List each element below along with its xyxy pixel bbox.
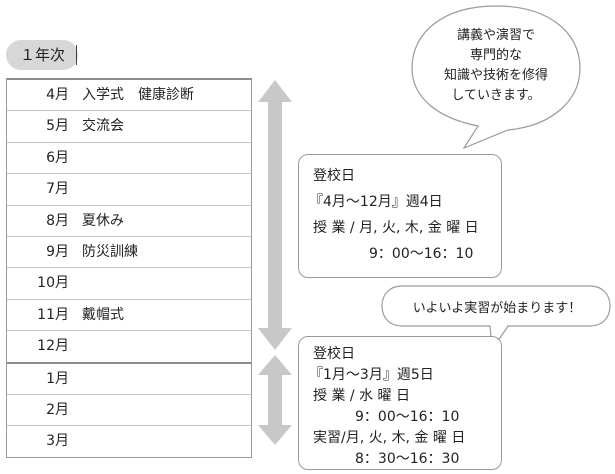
period-arrow-apr-dec-icon — [258, 80, 292, 350]
schedule-row: 5月交流会 — [7, 111, 251, 143]
schedule-row: 12月 — [7, 331, 251, 364]
period-arrow-jan-mar-icon — [258, 355, 292, 445]
month-label: 5月 — [46, 118, 69, 135]
schedule-row: 11月戴帽式 — [7, 300, 251, 332]
month-label: 1月 — [46, 370, 69, 387]
month-label: 3月 — [46, 433, 69, 450]
schedule-row: 8月夏休み — [7, 206, 251, 237]
month-label: 12月 — [37, 338, 69, 355]
box-period: 『4月～12月』週4日 — [309, 194, 443, 210]
event-label: 防災訓練 — [82, 243, 138, 260]
bubble-top-text: 講義や演習で 専門的な 知識や技術を修得 していきます。 — [418, 26, 574, 106]
month-label: 7月 — [46, 181, 69, 198]
year-label: １年次 — [20, 46, 66, 64]
schedule-row: 1月 — [7, 364, 251, 395]
schedule-row: 2月 — [7, 395, 251, 427]
schedule-row: 10月 — [7, 268, 251, 300]
month-label: 8月 — [46, 212, 69, 229]
month-label: 11月 — [37, 306, 69, 323]
box-time: 9：00～16：10 — [355, 409, 460, 425]
box-title: 登校日 — [313, 346, 355, 362]
box-days: 授 業 / 水 曜 日 — [313, 388, 410, 404]
box-period: 『1月～3月』週5日 — [309, 367, 434, 383]
speech-bubble-top — [411, 5, 581, 150]
bubble-top-line: していきます。 — [451, 88, 541, 103]
event-label: 戴帽式 — [82, 306, 124, 323]
school-days-box-apr-dec: 登校日 『4月～12月』週4日 授 業 / 月, 火, 木, 金 曜 日 9：0… — [298, 154, 502, 278]
bubble-middle-text: いよいよ実習が始まります！ — [412, 301, 582, 316]
event-label: 夏休み — [82, 212, 124, 229]
month-label: 6月 — [46, 149, 69, 166]
box-time: 9：00～16：10 — [369, 246, 474, 262]
month-label: 2月 — [46, 401, 69, 418]
event-label: 入学式 健康診断 — [82, 87, 194, 103]
speech-bubble-middle — [381, 285, 611, 352]
bubble-top-line: 講義や演習で — [456, 28, 535, 43]
schedule-table: 4月入学式 健康診断 5月交流会 6月 7月 8月夏休み 9月防災訓練 10月 … — [6, 78, 252, 458]
month-label: 10月 — [37, 275, 69, 292]
school-days-box-jan-mar: 登校日 『1月～3月』週5日 授 業 / 水 曜 日 9：00～16：10 実習… — [298, 336, 502, 470]
bubble-top-line: 専門的な — [469, 48, 522, 63]
schedule-row: 6月 — [7, 143, 251, 175]
schedule-row: 4月入学式 健康診断 — [7, 80, 251, 112]
box-practice-time: 8：30～16：30 — [355, 451, 460, 467]
month-label: 4月 — [46, 87, 69, 103]
event-label: 交流会 — [82, 118, 124, 135]
box-title: 登校日 — [313, 168, 355, 184]
schedule-row: 9月防災訓練 — [7, 237, 251, 269]
schedule-row: 7月 — [7, 174, 251, 206]
box-days: 授 業 / 月, 火, 木, 金 曜 日 — [313, 220, 479, 236]
year-badge: １年次 — [6, 40, 78, 70]
bubble-top-line: 知識や技術を修得 — [443, 68, 548, 83]
schedule-row: 3月 — [7, 426, 251, 456]
box-practice-days: 実習/月, 火, 木, 金 曜 日 — [313, 430, 466, 446]
month-label: 9月 — [46, 243, 69, 260]
